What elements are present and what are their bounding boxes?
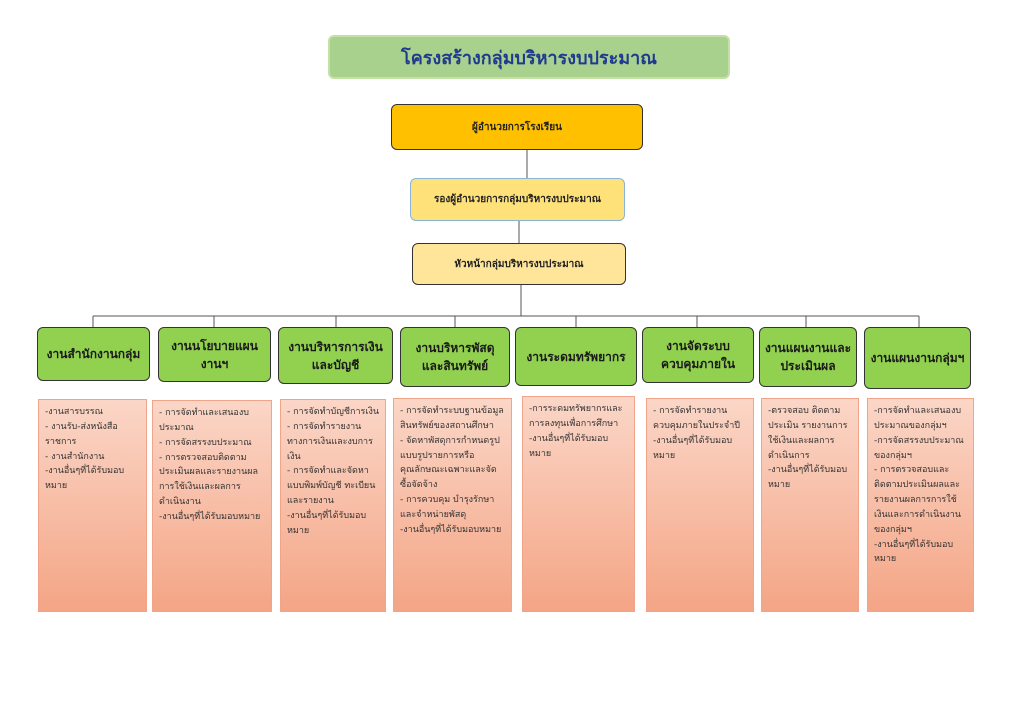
- unit-office: งานสำนักงานกลุ่ม: [37, 327, 150, 381]
- unit-internal-control: งานจัดระบบควบคุมภายใน: [642, 327, 754, 383]
- unit-planning-evaluation-tasks: -ตรวจสอบ ติดตามประเมิน รายงานการใช้เงินแ…: [761, 398, 859, 612]
- unit-office-tasks: -งานสารบรรณ - งานรับ-ส่งหนังสือราชการ - …: [38, 399, 147, 612]
- unit-policy-planning-tasks: - การจัดทำและเสนองบประมาณ - การจัดสรรงบป…: [152, 400, 272, 612]
- chart-title: โครงสร้างกลุ่มบริหารงบประมาณ: [328, 35, 730, 79]
- unit-internal-control-tasks: - การจัดทำรายงานควบคุมภายในประจำปี -งานอ…: [646, 398, 754, 612]
- deputy-director-box: รองผู้อำนวยการกลุ่มบริหารงบประมาณ: [410, 178, 625, 221]
- unit-finance-accounting: งานบริหารการเงินและบัญชี: [278, 327, 393, 384]
- unit-group-planning-tasks: -การจัดทำและเสนองบประมาณของกลุ่มฯ -การจั…: [867, 398, 974, 612]
- unit-supplies-assets: งานบริหารพัสดุและสินทรัพย์: [400, 327, 510, 387]
- unit-resource-mobilization-tasks: -การระดมทรัพยากรและการลงทุนเพื่อการศึกษา…: [522, 396, 635, 612]
- unit-policy-planning: งานนโยบายแผนงานฯ: [158, 327, 271, 382]
- unit-resource-mobilization: งานระดมทรัพยากร: [515, 327, 637, 386]
- unit-finance-accounting-tasks: - การจัดทำบัญชีการเงิน - การจัดทำรายงานท…: [280, 399, 386, 612]
- unit-planning-evaluation: งานแผนงานและประเมินผล: [759, 327, 857, 387]
- unit-group-planning: งานแผนงานกลุ่มฯ: [864, 327, 971, 389]
- director-box: ผู้อำนวยการโรงเรียน: [391, 104, 643, 150]
- group-head-box: หัวหน้ากลุ่มบริหารงบประมาณ: [412, 243, 626, 285]
- unit-supplies-assets-tasks: - การจัดทำระบบฐานข้อมูลสินทรัพย์ของสถานศ…: [393, 398, 512, 612]
